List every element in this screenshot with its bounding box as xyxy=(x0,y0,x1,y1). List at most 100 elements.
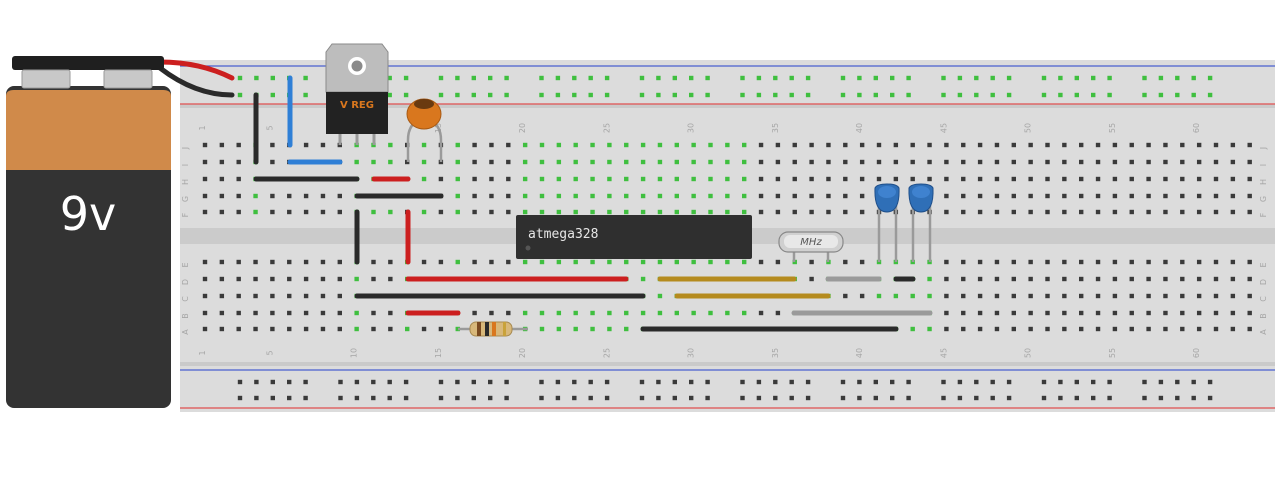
breadboard-hole xyxy=(705,395,710,401)
row-letter: G xyxy=(181,196,190,202)
breadboard-hole xyxy=(910,142,915,148)
breadboard-hole xyxy=(388,276,393,282)
breadboard-hole xyxy=(691,159,696,165)
breadboard-hole xyxy=(740,395,745,401)
breadboard-hole xyxy=(472,310,477,316)
breadboard-hole xyxy=(354,395,360,401)
breadboard-hole xyxy=(337,193,342,199)
breadboard-hole xyxy=(1213,259,1219,265)
breadboard-hole xyxy=(1095,293,1101,299)
breadboard-hole xyxy=(624,176,629,182)
column-number: 1 xyxy=(198,125,207,130)
breadboard-hole xyxy=(202,293,208,299)
breadboard-hole xyxy=(421,259,427,265)
breadboard-hole xyxy=(977,326,983,332)
breadboard-hole xyxy=(1247,293,1252,299)
breadboard-hole xyxy=(624,326,629,332)
breadboard-hole xyxy=(1163,293,1168,299)
breadboard-hole xyxy=(1079,159,1084,165)
breadboard-hole xyxy=(961,326,966,332)
breadboard-hole xyxy=(387,395,392,401)
breadboard-hole xyxy=(556,193,562,199)
breadboard-hole xyxy=(725,259,730,265)
breadboard-hole xyxy=(522,176,528,182)
breadboard-hole xyxy=(539,379,544,385)
breadboard-hole xyxy=(539,326,545,332)
breadboard-hole xyxy=(742,142,747,148)
crystal: MHz xyxy=(778,231,844,262)
breadboard-hole xyxy=(876,159,882,165)
breadboard-hole xyxy=(957,75,963,81)
breadboard-hole xyxy=(1213,209,1219,215)
breadboard-hole xyxy=(1074,92,1079,98)
breadboard-hole xyxy=(1175,92,1180,98)
breadboard-hole xyxy=(708,142,713,148)
breadboard-hole xyxy=(1213,293,1219,299)
breadboard-hole xyxy=(1095,193,1101,199)
breadboard-hole xyxy=(974,75,979,81)
breadboard-hole xyxy=(522,159,528,165)
breadboard-hole xyxy=(893,176,899,182)
breadboard-hole xyxy=(1041,395,1047,401)
breadboard-hole xyxy=(287,293,292,299)
breadboard-hole xyxy=(539,75,544,81)
column-number: 15 xyxy=(434,348,443,358)
breadboard-hole xyxy=(1062,176,1067,182)
breadboard-hole xyxy=(1062,142,1067,148)
breadboard-hole xyxy=(876,142,882,148)
breadboard-hole xyxy=(1006,395,1012,401)
row-letter: H xyxy=(181,179,190,185)
breadboard-hole xyxy=(403,379,409,385)
breadboard-hole xyxy=(1196,293,1202,299)
breadboard-hole xyxy=(1247,276,1252,282)
breadboard-hole xyxy=(805,395,811,401)
column-number: 35 xyxy=(771,123,780,133)
breadboard-hole xyxy=(604,75,610,81)
breadboard-hole xyxy=(944,159,949,165)
breadboard-hole xyxy=(809,276,814,282)
breadboard-hole xyxy=(1180,209,1185,215)
breadboard-hole xyxy=(1045,209,1050,215)
breadboard-hole xyxy=(388,259,393,265)
breadboard-hole xyxy=(890,379,895,385)
breadboard-hole xyxy=(573,326,578,332)
row-letter: D xyxy=(181,279,190,285)
breadboard-hole xyxy=(489,310,494,316)
breadboard-hole xyxy=(1095,310,1101,316)
breadboard-hole xyxy=(303,142,309,148)
breadboard-hole xyxy=(588,92,593,98)
breadboard-hole xyxy=(1207,395,1213,401)
breadboard-hole xyxy=(775,159,781,165)
breadboard-hole xyxy=(539,142,545,148)
breadboard-hole xyxy=(961,310,966,316)
breadboard-hole xyxy=(1079,310,1084,316)
breadboard-hole xyxy=(1074,379,1079,385)
row-letter: F xyxy=(181,212,190,217)
breadboard-hole xyxy=(941,75,946,81)
breadboard-hole xyxy=(421,209,427,215)
breadboard-hole xyxy=(640,176,646,182)
breadboard-hole xyxy=(202,209,208,215)
breadboard-hole xyxy=(604,379,610,385)
breadboard-hole xyxy=(941,92,946,98)
breadboard-hole xyxy=(219,159,225,165)
breadboard-hole xyxy=(572,75,577,81)
breadboard-hole xyxy=(974,395,979,401)
breadboard-hole xyxy=(236,142,241,148)
breadboard-hole xyxy=(1129,259,1134,265)
breadboard-hole xyxy=(1146,176,1151,182)
breadboard-hole xyxy=(237,379,243,385)
breadboard-hole xyxy=(742,176,747,182)
breadboard-hole xyxy=(573,209,578,215)
breadboard-hole xyxy=(893,293,899,299)
breadboard-hole xyxy=(1146,142,1151,148)
breadboard-hole xyxy=(270,326,275,332)
breadboard-hole xyxy=(1158,75,1164,81)
breadboard-hole xyxy=(1045,326,1050,332)
breadboard-hole xyxy=(303,259,309,265)
breadboard-hole xyxy=(1079,276,1084,282)
breadboard-hole xyxy=(539,176,545,182)
ceramic-capacitor-2 xyxy=(908,183,934,262)
breadboard-hole xyxy=(906,92,911,98)
